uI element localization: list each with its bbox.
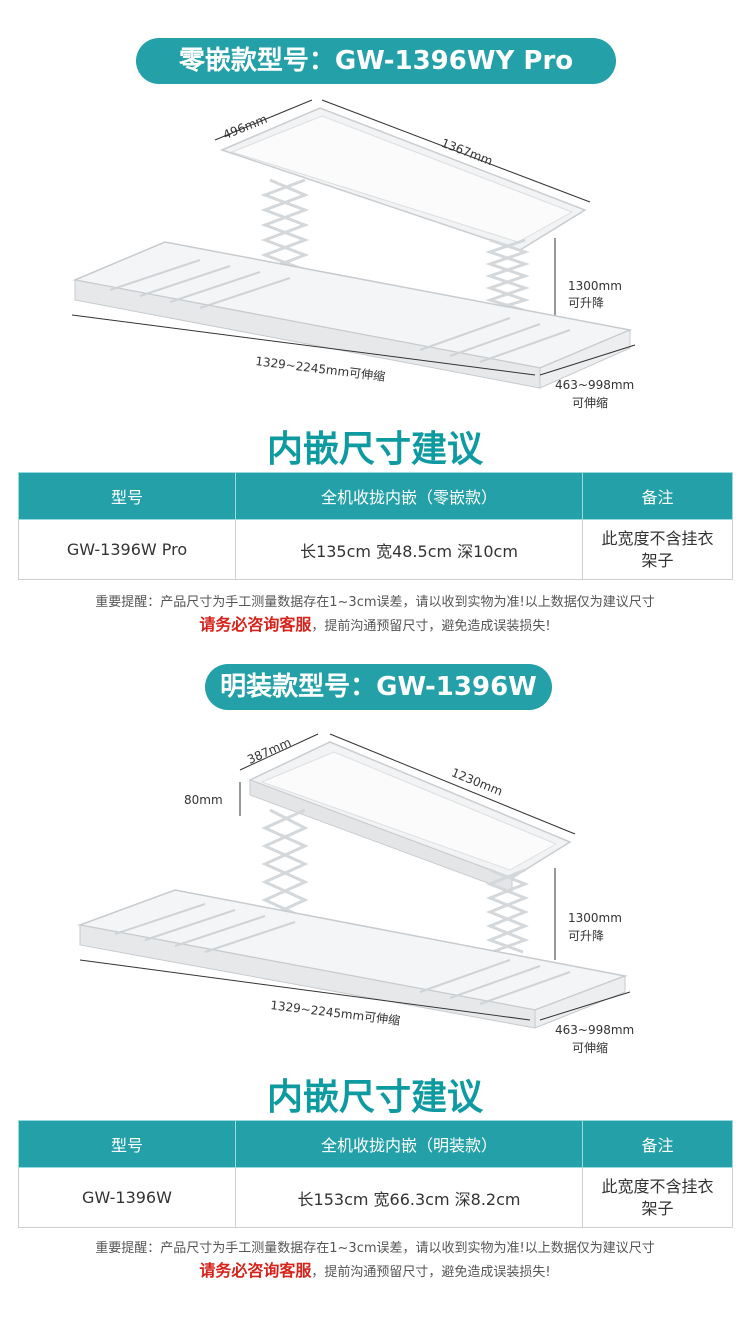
dim-height-label-2: 80mm [184, 793, 223, 807]
table-header-remark: 备注 [582, 1120, 733, 1168]
table-header-row: 型号 全机收拢内嵌（零嵌款） 备注 [18, 472, 733, 520]
dim-lift-note-2: 可升降 [568, 929, 605, 943]
model-title-surface-mount: 明装款型号：GW-1396W [205, 664, 552, 710]
table-row: GW-1396W Pro 长135cm 宽48.5cm 深10cm 此宽度不含挂… [18, 519, 733, 580]
notice-line-2: 请务必咨询客服，提前沟通预留尺寸，避免造成误装损失! [0, 1260, 750, 1284]
table-header-model: 型号 [18, 1120, 236, 1168]
notice-line: 重要提醒：产品尺寸为手工测量数据存在1~3cm误差，请以收到实物为准!以上数据仅… [95, 1241, 655, 1256]
notice-warning: 请务必咨询客服 [199, 615, 312, 634]
table-row: GW-1396W 长153cm 宽66.3cm 深8.2cm 此宽度不含挂衣架子 [18, 1167, 733, 1228]
table-cell-remark: 此宽度不含挂衣架子 [582, 519, 733, 580]
notice-rest: ，提前沟通预留尺寸，避免造成误装损失! [311, 619, 551, 634]
dim-side-label: 463~998mm [555, 378, 635, 392]
table-header-embed: 全机收拢内嵌（明装款） [235, 1120, 583, 1168]
table-cell-model: GW-1396W [18, 1167, 236, 1228]
notice-2: 重要提醒：产品尺寸为手工测量数据存在1~3cm误差，请以收到实物为准!以上数据仅… [0, 1238, 750, 1284]
dim-lift-label-2: 1300mm [568, 911, 622, 925]
dim-lift-label: 1300mm [568, 279, 622, 293]
dim-side-label-2: 463~998mm [555, 1023, 635, 1037]
notice-1: 重要提醒：产品尺寸为手工测量数据存在1~3cm误差，请以收到实物为准!以上数据仅… [0, 592, 750, 638]
model-title-zero-embed: 零嵌款型号：GW-1396WY Pro [136, 38, 616, 84]
table-cell-embed: 长153cm 宽66.3cm 深8.2cm [235, 1167, 583, 1228]
table-cell-embed: 长135cm 宽48.5cm 深10cm [235, 519, 583, 580]
spec-table-1: 型号 全机收拢内嵌（零嵌款） 备注 GW-1396W Pro 长135cm 宽4… [18, 472, 733, 580]
spec-table-2: 型号 全机收拢内嵌（明装款） 备注 GW-1396W 长153cm 宽66.3c… [18, 1120, 733, 1228]
table-header-embed: 全机收拢内嵌（零嵌款） [235, 472, 583, 520]
table-cell-model: GW-1396W Pro [18, 519, 236, 580]
product-illustration-1 [71, 99, 636, 389]
table-header-model: 型号 [18, 472, 236, 520]
product-illustration-2 [77, 733, 631, 1029]
embed-size-heading-2: 内嵌尺寸建议 [266, 1077, 483, 1118]
notice-line: 重要提醒：产品尺寸为手工测量数据存在1~3cm误差，请以收到实物为准!以上数据仅… [95, 595, 655, 610]
table-header-row: 型号 全机收拢内嵌（明装款） 备注 [18, 1120, 733, 1168]
embed-size-heading-1: 内嵌尺寸建议 [266, 429, 483, 470]
dim-side-note: 可伸缩 [572, 396, 609, 410]
table-header-remark: 备注 [582, 472, 733, 520]
table-cell-remark: 此宽度不含挂衣架子 [582, 1167, 733, 1228]
dim-side-note-2: 可伸缩 [572, 1041, 609, 1055]
notice-warning: 请务必咨询客服 [199, 1261, 312, 1280]
notice-line-2: 请务必咨询客服，提前沟通预留尺寸，避免造成误装损失! [0, 614, 750, 638]
notice-rest: ，提前沟通预留尺寸，避免造成误装损失! [311, 1265, 551, 1280]
dim-lift-note: 可升降 [568, 296, 605, 310]
